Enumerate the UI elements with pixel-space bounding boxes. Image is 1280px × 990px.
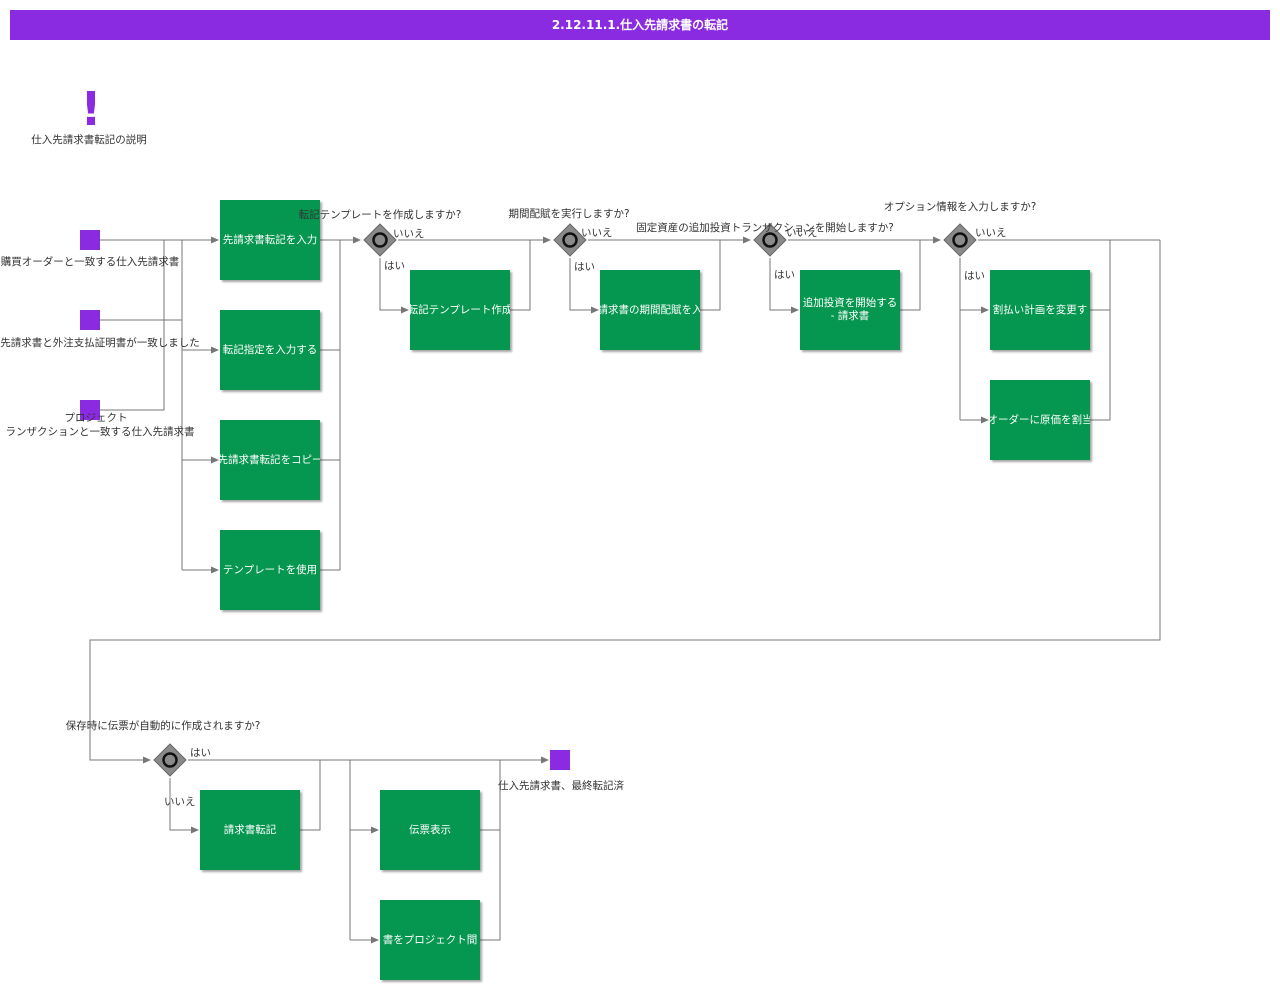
gateway-5-question: 保存時に伝票が自動的に作成されますか? [65,720,261,732]
task-project-transfer[interactable]: 書をプロジェクト間 [380,900,480,980]
start-event-subcontract-label: 先請求書と外注支払証明書が一致しました [0,337,200,349]
end-event-label: 仕入先請求書、最終転記済 [498,780,624,792]
gateway-4-no-label: いいえ [975,227,1007,239]
gateway-5-no-label: いいえ [164,796,196,808]
note-label: 仕入先請求書転記の説明 [31,134,147,146]
task-enter-posting-spec[interactable]: 転記指定を入力する [220,310,320,390]
gateway-4-question: オプション情報を入力しますか? [883,201,1037,213]
task-copy-posting[interactable]: 先請求書転記をコピー [220,420,320,500]
start-event-project-label-line2: ランザクションと一致する仕入先請求書 [5,426,195,438]
task-period-allocation[interactable]: 請求書の期間配賦を入 [600,270,700,350]
task-invoice-posting[interactable]: 請求書転記 [200,790,300,870]
gateway-2-no-label: いいえ [581,227,613,239]
gateway-2-yes-label: はい [574,261,595,273]
gateway-1-yes-label: はい [384,260,405,272]
task-use-template[interactable]: テンプレートを使用 [220,530,320,610]
gateway-4-yes-label: はい [964,270,985,282]
task-enter-posting[interactable]: 先請求書転記を入力 [220,200,320,280]
start-event-project[interactable] [80,400,100,420]
gateway-1-no-label: いいえ [393,228,425,240]
task-allocate-cost[interactable]: オーダーに原価を割当 [990,380,1090,460]
exclamation-icon: ! [80,82,102,136]
gateway-1-question: 転記テンプレートを作成しますか? [298,209,462,221]
task-start-additional-investment[interactable]: 追加投資を開始する - 請求書 [800,270,900,350]
start-event-purchase-order[interactable] [80,230,100,250]
gateway-3-yes-label: はい [774,269,795,281]
task-start-additional-line2: - 請求書 [830,310,870,322]
gateway-3-no-label: いいえ [786,227,818,239]
gateway-icon[interactable] [362,222,398,258]
gateway-3-question: 固定資産の追加投資トランザクションを開始しますか? [636,222,894,234]
task-create-template[interactable]: 転記テンプレート作成 [410,270,510,350]
task-voucher-display[interactable]: 伝票表示 [380,790,480,870]
task-start-additional-line1: 追加投資を開始する [802,297,898,309]
start-event-purchase-order-label: 購買オーダーと一致する仕入先請求書 [0,256,180,268]
gateway-icon[interactable] [552,222,588,258]
start-event-project-label-line1: プロジェクト [64,412,128,424]
gateway-icon[interactable] [752,222,788,258]
end-event[interactable] [550,750,570,770]
diagram-title: 2.12.11.1.仕入先請求書の転記 [10,10,1270,40]
gateway-icon[interactable] [942,222,978,258]
start-event-subcontract[interactable] [80,310,100,330]
gateway-2-question: 期間配賦を実行しますか? [508,208,630,220]
gateway-icon[interactable] [152,742,188,778]
gateway-5-yes-label: はい [190,747,211,759]
task-change-payment-plan[interactable]: 割払い計画を変更す [990,270,1090,350]
